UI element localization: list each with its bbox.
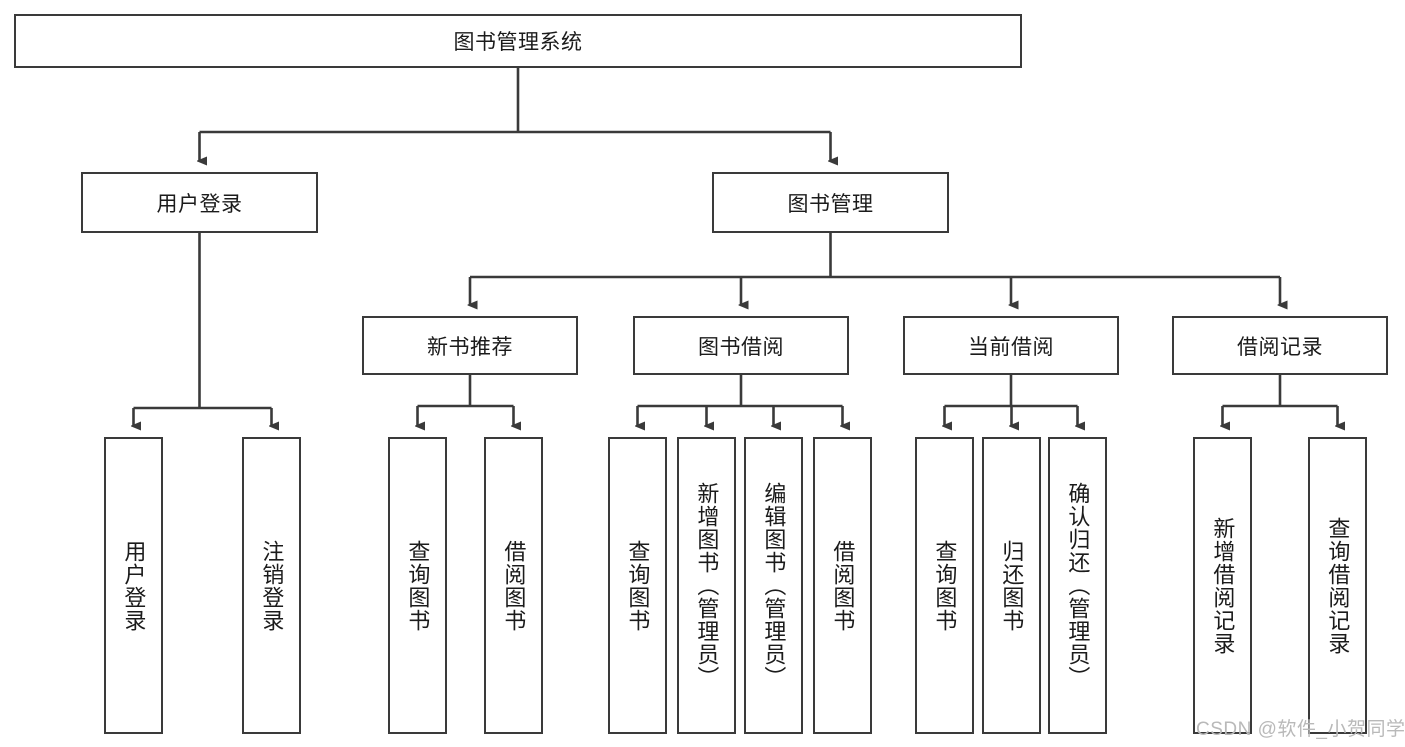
node-leaf-query-book-1-label: 查询图书 — [405, 539, 431, 632]
csdn-watermark: CSDN @软件_小贺同学 — [1196, 719, 1405, 740]
node-leaf-logout-label: 注销登录 — [259, 539, 285, 632]
node-leaf-confirm-return-label: 确认归还（管理员） — [1065, 482, 1091, 689]
node-leaf-borrow-book-2[interactable]: 借阅图书 — [813, 437, 872, 734]
node-borrow-record[interactable]: 借阅记录 — [1172, 316, 1388, 375]
node-leaf-confirm-return[interactable]: 确认归还（管理员） — [1048, 437, 1107, 734]
node-leaf-logout[interactable]: 注销登录 — [242, 437, 301, 734]
node-leaf-add-record[interactable]: 新增借阅记录 — [1193, 437, 1252, 734]
node-leaf-borrow-book-2-label: 借阅图书 — [830, 539, 856, 632]
node-leaf-user-login[interactable]: 用户登录 — [104, 437, 163, 734]
node-borrow-record-label: 借阅记录 — [1237, 335, 1323, 359]
node-leaf-query-book-3-label: 查询图书 — [932, 539, 958, 632]
node-new-book-recommend[interactable]: 新书推荐 — [362, 316, 578, 375]
node-leaf-edit-book-label: 编辑图书（管理员） — [761, 482, 787, 689]
node-book-borrow[interactable]: 图书借阅 — [633, 316, 849, 375]
node-current-borrow[interactable]: 当前借阅 — [903, 316, 1119, 375]
node-leaf-query-book-1[interactable]: 查询图书 — [388, 437, 447, 734]
node-book-borrow-label: 图书借阅 — [698, 335, 784, 359]
node-book-management[interactable]: 图书管理 — [712, 172, 949, 233]
node-root-label: 图书管理系统 — [453, 31, 583, 54]
node-leaf-query-book-2[interactable]: 查询图书 — [608, 437, 667, 734]
node-leaf-user-login-label: 用户登录 — [121, 539, 147, 632]
node-leaf-query-record-label: 查询借阅记录 — [1325, 516, 1351, 655]
node-book-management-label: 图书管理 — [787, 192, 874, 216]
node-leaf-edit-book[interactable]: 编辑图书（管理员） — [744, 437, 803, 734]
node-leaf-add-book-label: 新增图书（管理员） — [694, 482, 720, 689]
node-leaf-return-book-label: 归还图书 — [999, 539, 1025, 632]
node-leaf-add-record-label: 新增借阅记录 — [1210, 516, 1236, 655]
node-new-book-recommend-label: 新书推荐 — [427, 335, 513, 359]
node-leaf-borrow-book-1-label: 借阅图书 — [501, 539, 527, 632]
node-leaf-return-book[interactable]: 归还图书 — [982, 437, 1041, 734]
node-leaf-query-book-3[interactable]: 查询图书 — [915, 437, 974, 734]
node-leaf-query-record[interactable]: 查询借阅记录 — [1308, 437, 1367, 734]
node-leaf-borrow-book-1[interactable]: 借阅图书 — [484, 437, 543, 734]
node-leaf-query-book-2-label: 查询图书 — [625, 539, 651, 632]
node-current-borrow-label: 当前借阅 — [968, 335, 1054, 359]
node-user-login[interactable]: 用户登录 — [81, 172, 318, 233]
node-user-login-label: 用户登录 — [156, 192, 243, 216]
node-leaf-add-book[interactable]: 新增图书（管理员） — [677, 437, 736, 734]
node-root[interactable]: 图书管理系统 — [14, 14, 1022, 68]
